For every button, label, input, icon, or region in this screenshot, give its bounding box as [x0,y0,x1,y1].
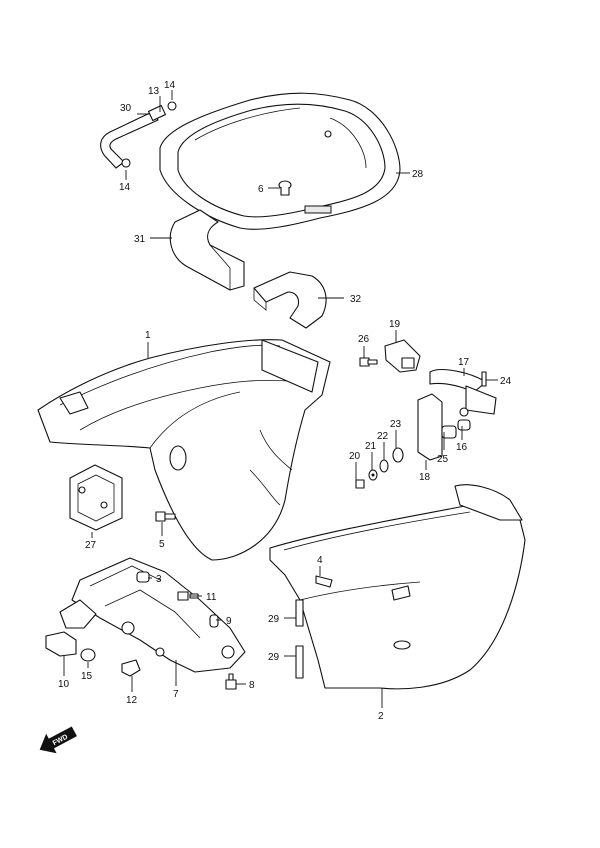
foam-block-right [253,271,327,329]
callout-23: 23 [390,419,402,430]
callout-21: 21 [365,441,377,452]
callout-labels: 30 13 14 14 28 6 31 32 1 26 19 17 24 23 … [58,80,512,722]
callout-2: 2 [378,711,384,722]
callout-27: 27 [85,540,97,551]
callout-12: 12 [126,695,138,706]
callout-24: 24 [500,376,512,387]
callout-7: 7 [173,689,179,700]
callout-3: 3 [156,574,162,585]
callout-18: 18 [419,472,431,483]
hose-assembly-part [100,101,177,169]
latch-group-part [355,339,497,489]
callout-28: 28 [412,169,424,180]
callout-9: 9 [226,616,232,627]
upper-frame-part [37,339,331,561]
callout-17: 17 [458,357,470,368]
callout-8: 8 [249,680,255,691]
callout-5: 5 [159,539,165,550]
bolt-5-part [155,511,176,522]
callout-15: 15 [81,671,93,682]
callout-14-bottom: 14 [119,182,131,193]
seal-ring-part [159,92,401,230]
callout-6: 6 [258,184,264,195]
pad-part [69,464,123,531]
callout-32: 32 [350,294,362,305]
callout-29-bottom: 29 [268,652,280,663]
callout-31: 31 [134,234,146,245]
fwd-arrow-label: FWD [52,734,69,748]
callout-4: 4 [317,555,323,566]
callout-20: 20 [349,451,361,462]
callout-14-top: 14 [164,80,176,91]
callout-25: 25 [437,454,449,465]
callout-22: 22 [377,431,389,442]
leader-lines [63,90,498,708]
bracket-part [59,557,246,673]
callout-13: 13 [148,86,160,97]
callout-26: 26 [358,334,370,345]
callout-1: 1 [145,330,151,341]
foam-block-left [169,209,245,291]
callout-10: 10 [58,679,70,690]
bolt-4-part [315,575,333,588]
grommet-part [278,180,292,196]
callout-16: 16 [456,442,468,453]
callout-29-top: 29 [268,614,280,625]
fittings-part [45,571,237,690]
callout-19: 19 [389,319,401,330]
callout-30: 30 [120,103,132,114]
lower-cowl-part [269,484,526,690]
callout-11: 11 [206,592,217,603]
fwd-arrow-icon: FWD [39,726,77,754]
